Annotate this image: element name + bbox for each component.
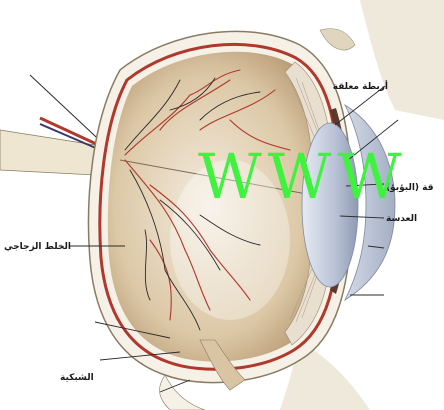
label-retina: الشبكية bbox=[60, 373, 94, 383]
label-lens: العدسة bbox=[386, 214, 417, 224]
label-vitreous-humor: الخلط الزجاجي bbox=[4, 242, 71, 252]
watermark-text: WWW bbox=[198, 140, 407, 213]
label-suspensory-ligaments: أربطة معلقة bbox=[333, 80, 388, 92]
